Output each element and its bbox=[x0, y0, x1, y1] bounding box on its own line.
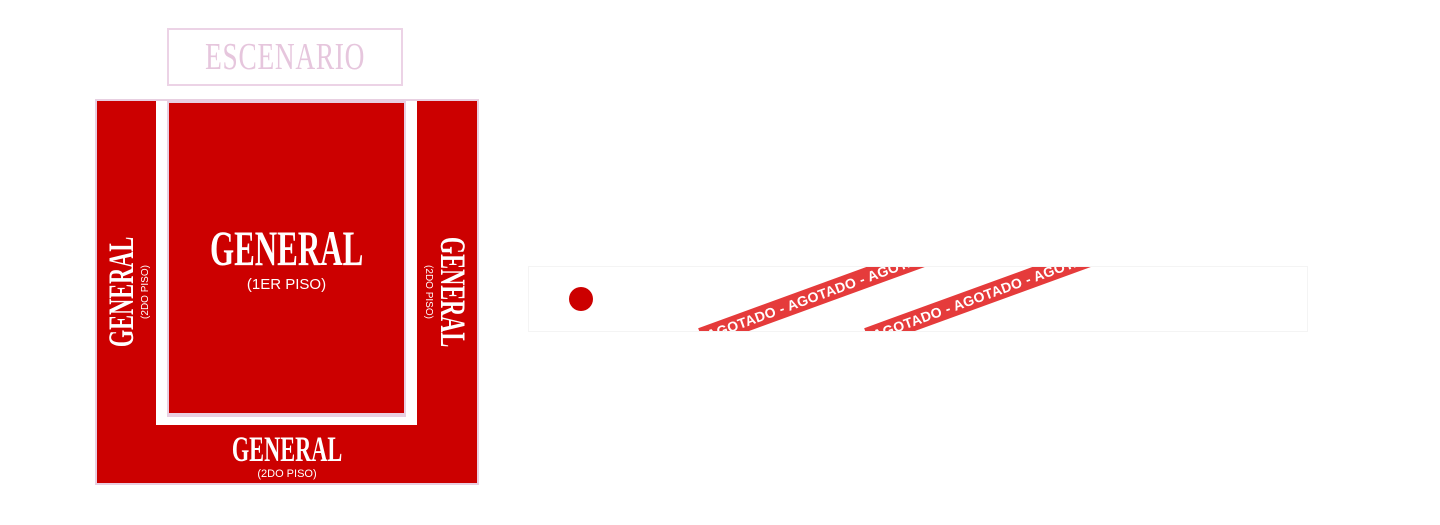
red-dot-icon bbox=[569, 287, 593, 311]
zone-center-label: GENERAL (1ER PISO) bbox=[169, 223, 404, 292]
zone-general-center[interactable]: GENERAL (1ER PISO) bbox=[167, 101, 406, 415]
stage-label: ESCENARIO bbox=[204, 36, 365, 78]
zone-center-floor: (1ER PISO) bbox=[246, 276, 327, 293]
aisle-right bbox=[406, 101, 417, 425]
zone-right-floor: (2DO PISO) bbox=[423, 265, 434, 319]
ticket-option-general[interactable]: AGOTADO - AGOTADO - AGOTADO - AGOTADO AG… bbox=[528, 266, 1308, 332]
zone-general-right[interactable]: GENERAL (2DO PISO) bbox=[417, 101, 477, 483]
zone-general-bottom[interactable]: GENERAL (2DO PISO) bbox=[97, 425, 477, 483]
zone-bottom-floor: (2DO PISO) bbox=[257, 468, 317, 480]
zone-center-name: GENERAL bbox=[209, 220, 364, 276]
zone-right-label: GENERAL (2DO PISO) bbox=[419, 192, 475, 392]
stage-box: ESCENARIO bbox=[167, 28, 403, 86]
zone-right-name: GENERAL bbox=[433, 236, 473, 348]
seat-map: GENERAL (2DO PISO) GENERAL (2DO PISO) GE… bbox=[95, 99, 479, 485]
aisle-left bbox=[156, 101, 167, 425]
zone-left-floor: (2DO PISO) bbox=[139, 265, 151, 319]
aisle-bottom bbox=[156, 417, 417, 425]
zone-bottom-label: GENERAL (2DO PISO) bbox=[97, 431, 477, 480]
zone-bottom-name: GENERAL bbox=[231, 429, 343, 469]
zone-left-label: GENERAL (2DO PISO) bbox=[99, 192, 155, 392]
zone-general-left[interactable]: GENERAL (2DO PISO) bbox=[97, 101, 156, 483]
zone-left-name: GENERAL bbox=[100, 236, 141, 348]
sold-out-ribbon: AGOTADO - AGOTADO - AGOTADO - AGOTADO bbox=[864, 267, 1185, 331]
